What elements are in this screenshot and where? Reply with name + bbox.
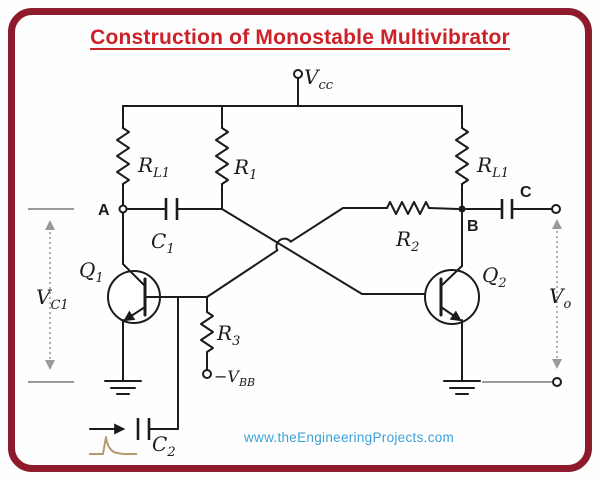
q2-collector: [440, 265, 463, 287]
resistor-rl1-left: RL1: [116, 105, 170, 207]
q1-collector: [122, 263, 146, 287]
resistor-rl1-right: RL1: [455, 105, 509, 207]
capacitor-c-output: C: [465, 184, 561, 219]
q1-emitter: [123, 306, 146, 322]
resistor-zigzag: [386, 201, 430, 215]
label-node-a: A: [98, 202, 110, 219]
resistor-r2: R2: [342, 201, 459, 255]
label-vbb: −VBB: [214, 367, 255, 389]
output-terminal: [551, 204, 561, 214]
trigger-input: C2: [89, 296, 179, 460]
vcc-supply: Vcc: [122, 65, 463, 107]
node-b: B: [458, 205, 479, 235]
cross-coupling-wires: [206, 207, 442, 298]
label-rl1-left: RL1: [137, 153, 170, 181]
label-node-c: C: [520, 184, 532, 201]
label-q1: Q1: [79, 258, 104, 286]
label-vc1: VC1: [36, 285, 69, 313]
label-node-b: B: [467, 218, 479, 235]
label-vcc: Vcc: [304, 65, 334, 93]
q2-emitter: [440, 306, 462, 322]
vc1-measurement: VC1: [28, 208, 74, 383]
label-q2: Q2: [482, 263, 507, 291]
coupling-wire-r2-to-q1-base: [206, 207, 344, 298]
figure-title: Construction of Monostable Multivibrator: [90, 26, 510, 49]
vcc-terminal: [293, 69, 303, 79]
resistor-zigzag: [215, 127, 229, 185]
label-c2: C2: [152, 432, 176, 460]
transistor-q1: Q1: [79, 212, 208, 381]
ground-q2: [443, 380, 481, 395]
website-watermark: www.theEngineeringProjects.com: [244, 430, 455, 445]
resistor-r1: R1: [215, 105, 257, 210]
resistor-zigzag: [116, 127, 130, 185]
transistor-q2: Q2: [424, 212, 507, 381]
trigger-pulse-waveform: [89, 436, 137, 455]
figure-border: [8, 8, 592, 472]
wire: [428, 207, 459, 210]
node-b-junction: [458, 205, 466, 213]
label-c1: C1: [151, 229, 175, 257]
resistor-zigzag: [200, 311, 214, 353]
label-r2: R2: [395, 227, 419, 255]
capacitor-c1: C1: [126, 198, 223, 257]
vo-measurement: Vo: [482, 219, 571, 387]
output-return-terminal: [552, 377, 562, 387]
resistor-zigzag: [455, 127, 469, 185]
resistor-r3: R3 −VBB: [200, 296, 255, 389]
vbb-terminal: [202, 369, 212, 379]
label-vo: Vo: [549, 284, 571, 312]
coupling-wire-c1-to-q2-base: [221, 208, 442, 295]
ground-q1: [104, 380, 142, 395]
label-r1: R1: [233, 155, 257, 183]
node-a-terminal: [118, 204, 128, 214]
label-rl1-right: RL1: [476, 153, 509, 181]
q2-body: [424, 269, 480, 325]
label-r3: R3: [216, 321, 240, 349]
